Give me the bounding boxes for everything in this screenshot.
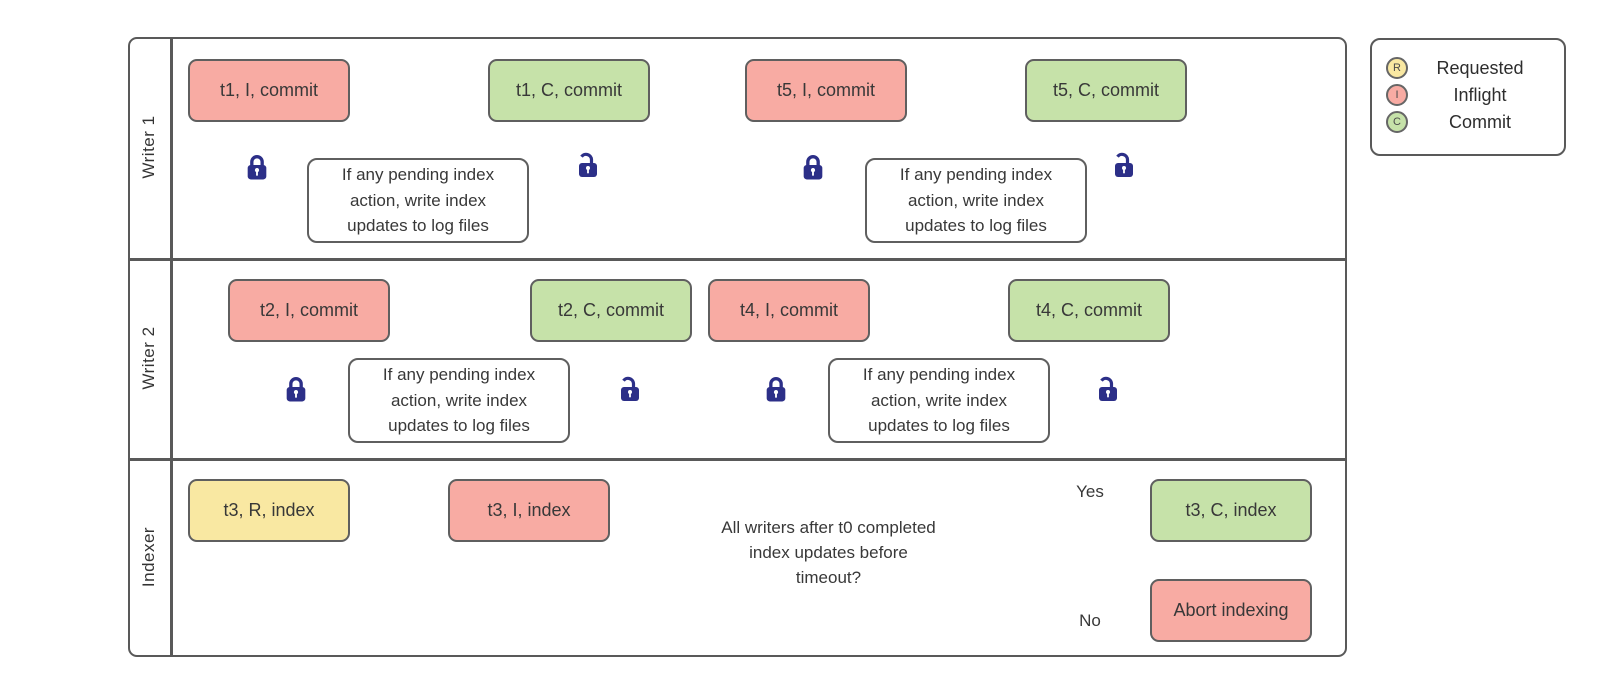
- decision-label: All writers after t0 completed index upd…: [721, 518, 936, 587]
- box-t2-commit: t2, C, commit: [530, 279, 692, 342]
- lane-label-divider: [170, 38, 173, 656]
- lane-divider-2: [129, 458, 1346, 461]
- box-t5-commit: t5, C, commit: [1025, 59, 1187, 122]
- no-label: No: [1079, 611, 1101, 630]
- lock-open-icon: [1107, 150, 1133, 179]
- legend-label-requested: Requested: [1436, 57, 1524, 78]
- legend-row-inflight: I Inflight: [1386, 84, 1552, 106]
- box-t2-inflight: t2, I, commit: [228, 279, 390, 342]
- lock-open-icon: [1091, 374, 1117, 403]
- legend-row-requested: R Requested: [1386, 57, 1552, 79]
- lane-divider-1: [129, 258, 1346, 261]
- lane-label-writer1: Writer 1: [139, 115, 158, 179]
- legend-label-commit: Commit: [1449, 111, 1511, 132]
- legend: R Requested I Inflight C Commit: [1370, 38, 1566, 156]
- box-abort-indexing: Abort indexing: [1150, 579, 1312, 642]
- lane-label-indexer: Indexer: [139, 526, 158, 588]
- box-t1-action: If any pending index action, write index…: [307, 158, 529, 243]
- lock-open-icon: [571, 150, 597, 179]
- lock-closed-icon: [763, 374, 789, 403]
- lock-closed-icon: [800, 152, 826, 181]
- box-t3-commit: t3, C, index: [1150, 479, 1312, 542]
- inflight-status-icon: I: [1386, 84, 1408, 106]
- box-t5-inflight: t5, I, commit: [745, 59, 907, 122]
- box-t1-inflight: t1, I, commit: [188, 59, 350, 122]
- legend-row-commit: C Commit: [1386, 111, 1552, 133]
- lock-closed-icon: [244, 152, 270, 181]
- box-t3-inflight: t3, I, index: [448, 479, 610, 542]
- box-t4-action: If any pending index action, write index…: [828, 358, 1050, 443]
- commit-status-icon: C: [1386, 111, 1408, 133]
- box-t4-commit: t4, C, commit: [1008, 279, 1170, 342]
- box-t5-action: If any pending index action, write index…: [865, 158, 1087, 243]
- lane-label-writer2: Writer 2: [139, 326, 158, 390]
- box-t2-action: If any pending index action, write index…: [348, 358, 570, 443]
- yes-label: Yes: [1076, 482, 1104, 501]
- legend-label-inflight: Inflight: [1453, 84, 1507, 105]
- lock-open-icon: [613, 374, 639, 403]
- box-t3-requested: t3, R, index: [188, 479, 350, 542]
- requested-status-icon: R: [1386, 57, 1408, 79]
- lock-closed-icon: [283, 374, 309, 403]
- box-t4-inflight: t4, I, commit: [708, 279, 870, 342]
- box-t1-commit: t1, C, commit: [488, 59, 650, 122]
- swimlane-frame: [128, 37, 1347, 657]
